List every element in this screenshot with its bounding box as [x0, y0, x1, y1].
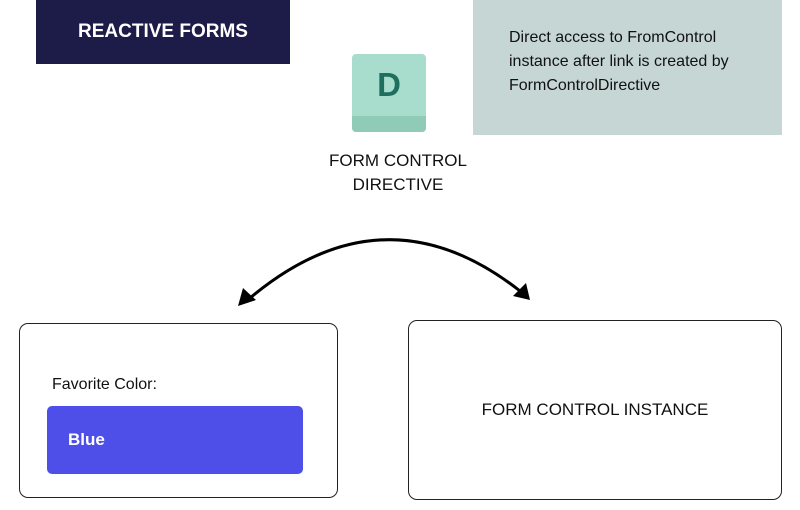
form-control-instance-box: FORM CONTROL INSTANCE: [408, 320, 782, 500]
note-line: Direct access to FromControl: [509, 29, 717, 46]
directive-label-line: DIRECTIVE: [352, 175, 444, 194]
arrowhead-left-icon: [238, 288, 256, 306]
arrowhead-right-icon: [513, 283, 530, 300]
directive-label: FORM CONTROL DIRECTIVE: [318, 149, 478, 197]
note-line: instance after link is created by: [509, 53, 729, 70]
form-view-box: Favorite Color: Blue: [19, 323, 338, 498]
directive-d-icon: D: [352, 54, 426, 132]
favorite-color-value: Blue: [68, 430, 105, 449]
banner-title: REACTIVE FORMS: [78, 21, 248, 42]
favorite-color-input[interactable]: Blue: [47, 406, 303, 474]
favorite-color-label: Favorite Color:: [52, 376, 157, 393]
directive-icon-base: [352, 116, 426, 132]
note-line: FormControlDirective: [509, 77, 661, 94]
directive-icon-letter: D: [377, 66, 401, 103]
connector-curve: [249, 238, 521, 300]
note-box: Direct access to FromControl instance af…: [473, 0, 782, 135]
form-control-instance-label: FORM CONTROL INSTANCE: [481, 400, 709, 419]
reactive-forms-banner: REACTIVE FORMS: [36, 0, 290, 64]
directive-label-line: FORM CONTROL: [329, 151, 467, 170]
